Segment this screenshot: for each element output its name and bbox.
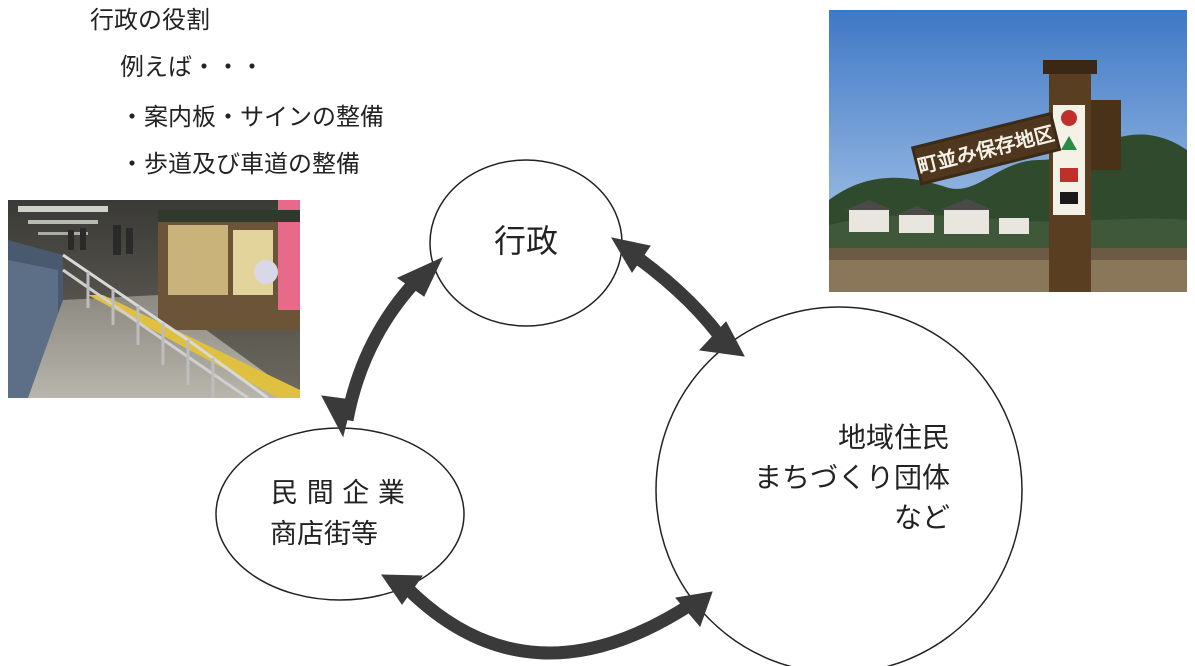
arrow-gov-residents-shaft	[634, 252, 733, 350]
intro-heading: 行政の役割	[90, 6, 210, 34]
arrowhead-to-gov-right	[610, 237, 651, 273]
node-private-label-line1: 民 間 企 業	[271, 478, 405, 509]
intro-example: 例えば・・・	[120, 53, 264, 81]
arrowhead-to-residents-bottom	[675, 591, 713, 627]
node-private	[215, 427, 465, 601]
arrow-private-residents-shaft	[402, 583, 697, 660]
node-gov-label: 行政	[494, 222, 558, 260]
node-residents-label-line3: など	[894, 501, 950, 534]
node-residents-label-line1: 地域住民	[838, 421, 950, 454]
arrowhead-to-private-top	[321, 395, 353, 438]
arrowhead-to-private-bottom	[381, 574, 423, 605]
node-residents-label-line2: まちづくり団体	[754, 461, 950, 494]
arrowhead-to-gov-left	[396, 256, 444, 297]
node-residents	[655, 306, 1023, 666]
preservation-sign-photo: 町並み保存地区	[829, 10, 1187, 292]
intro-item-roads: ・歩道及び車道の整備	[120, 150, 360, 178]
corridor-photo	[8, 200, 300, 398]
node-private-label-line2: 商店街等	[270, 519, 378, 550]
arrowhead-to-residents-top	[698, 321, 745, 357]
intro-item-signs: ・案内板・サインの整備	[120, 103, 384, 131]
arrow-gov-private-shaft	[340, 277, 420, 422]
